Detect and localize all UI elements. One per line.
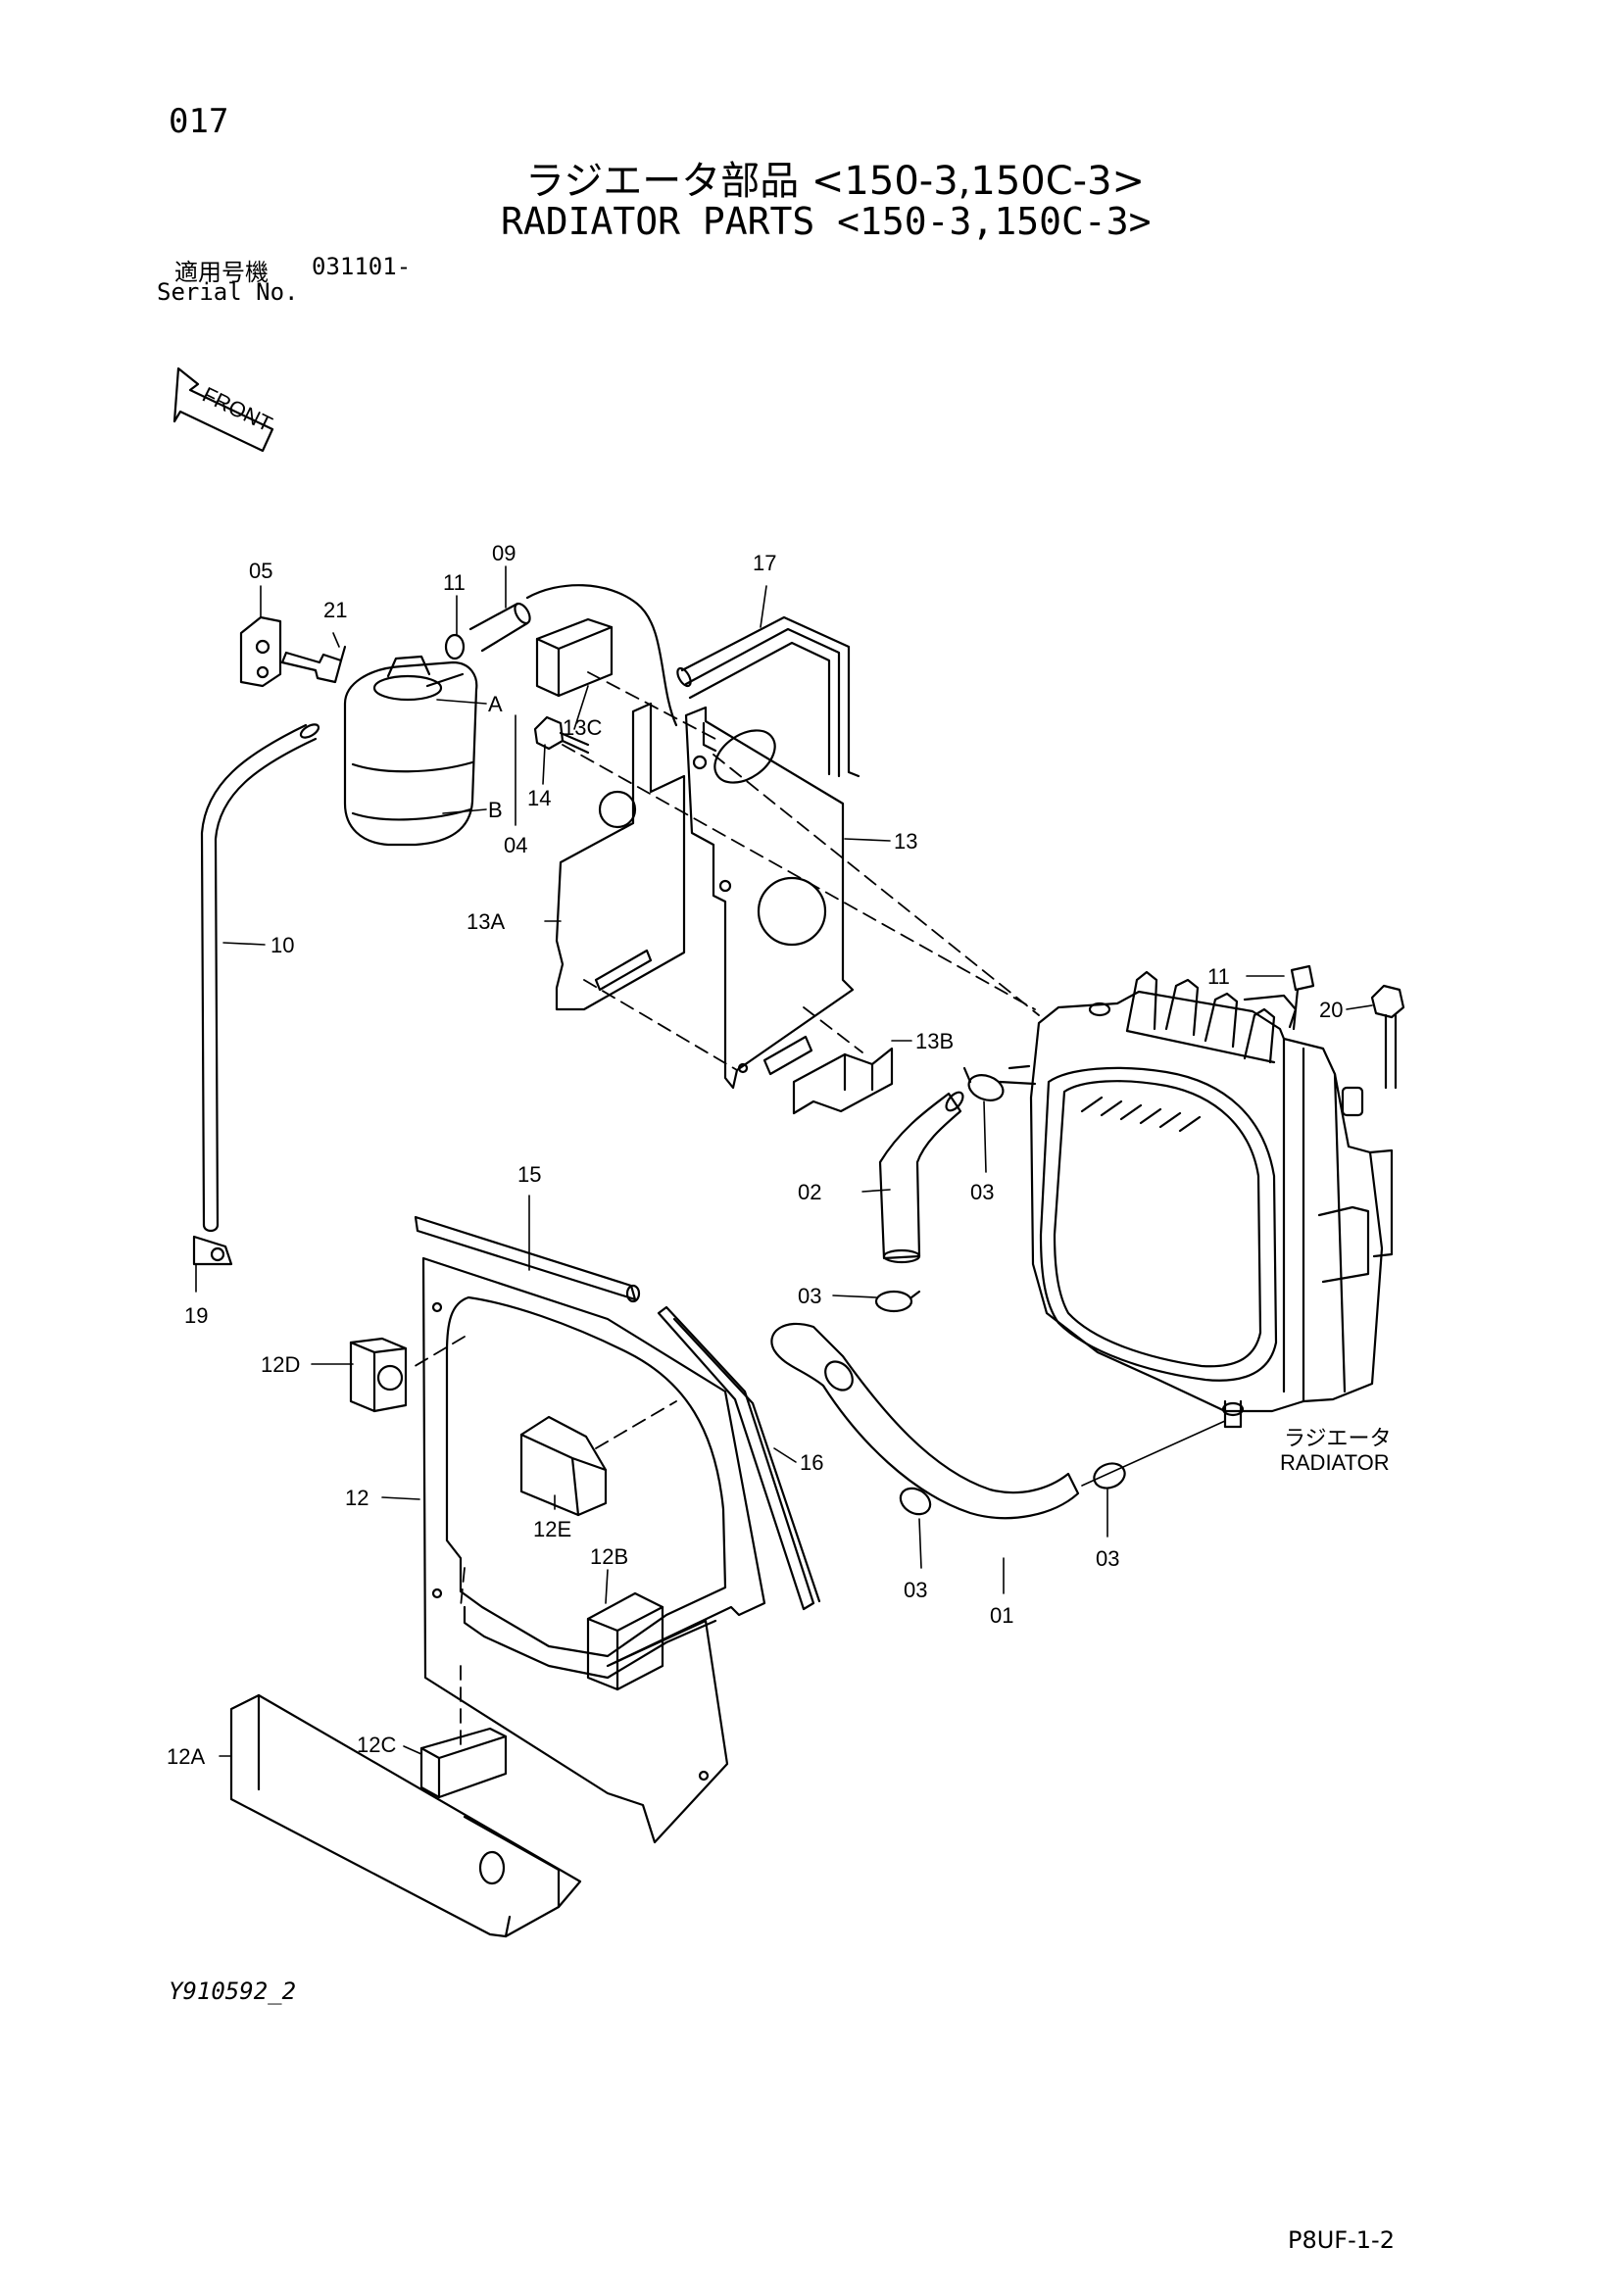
serial-label-japanese: 適用号機 [174, 259, 269, 286]
callout-03-b: 03 [798, 1284, 821, 1308]
part-12C-block [419, 1727, 508, 1799]
part-09-short-hose [468, 602, 531, 653]
serial-label-english: Serial No. [157, 278, 299, 306]
callout-13C: 13C [563, 715, 602, 740]
callout-21: 21 [323, 598, 347, 622]
callout-12B: 12B [590, 1544, 628, 1569]
serial-number-value: 031101- [312, 253, 412, 280]
callout-12: 12 [345, 1486, 369, 1510]
part-16-seal-strip [657, 1305, 821, 1611]
front-label: FRONT [199, 382, 276, 437]
part-13B-block [792, 1047, 894, 1115]
callout-11-upper: 11 [443, 570, 466, 595]
part-11-clamp-upper [444, 633, 466, 660]
callout-13B: 13B [915, 1029, 954, 1053]
callout-05: 05 [249, 559, 272, 583]
part-11-clamp-right [1290, 964, 1315, 1031]
callout-12A: 12A [167, 1744, 205, 1769]
callout-20: 20 [1319, 998, 1343, 1022]
radiator-label-english: RADIATOR [1280, 1450, 1390, 1475]
part-12E-block [519, 1415, 608, 1517]
callout-leader-lines [195, 565, 1373, 1757]
part-12D-block [349, 1337, 408, 1413]
part-20-bolt [1370, 984, 1405, 1090]
callout-19: 19 [184, 1303, 208, 1328]
callout-02: 02 [798, 1180, 821, 1204]
callout-12C: 12C [357, 1733, 396, 1757]
callout-14: 14 [527, 786, 551, 810]
front-arrow-icon [172, 366, 274, 453]
callout-04: 04 [504, 833, 527, 857]
part-03-clamp-d [1093, 1462, 1126, 1490]
part-03-clamp-c [899, 1487, 932, 1516]
callout-16: 16 [800, 1450, 823, 1475]
part-12B-block [586, 1591, 664, 1691]
part-03-clamp-a [962, 1066, 1005, 1101]
callout-11-right: 11 [1207, 964, 1230, 989]
part-12A-lower-plate [229, 1693, 582, 1938]
part-14-bolt [533, 715, 590, 755]
drawing-id: Y910592_2 [169, 1978, 297, 2005]
part-13A-plate [555, 702, 686, 1011]
part-17-seal-strip [676, 615, 860, 778]
page-number: 017 [169, 102, 229, 141]
part-01-lower-hose [770, 1322, 1226, 1520]
callout-10: 10 [270, 933, 294, 957]
dashed-leaders [411, 671, 1040, 1745]
callout-17: 17 [753, 551, 776, 575]
part-02-upper-hose [878, 1091, 964, 1264]
callout-12D: 12D [261, 1352, 300, 1377]
page-title-japanese: ラジエータ部品 <150-3,150C-3> [525, 159, 1146, 204]
callout-03-d: 03 [1096, 1546, 1119, 1571]
radiator-assembly [998, 970, 1394, 1429]
callout-B: B [488, 798, 503, 822]
part-13C-block [535, 617, 614, 698]
part-03-clamp-b [874, 1290, 921, 1313]
callout-01: 01 [990, 1603, 1013, 1628]
callout-15: 15 [517, 1162, 541, 1187]
callout-12E: 12E [533, 1517, 571, 1541]
part-21-bolt [280, 645, 347, 684]
page-title-english: RADIATOR PARTS <150-3,150C-3> [501, 200, 1152, 243]
part-05-bracket [239, 615, 282, 688]
part-10-long-hose [200, 723, 320, 1233]
part-04-reserve-tank [343, 655, 478, 847]
part-19-clip [192, 1235, 233, 1266]
part-12-fan-shroud [421, 1256, 766, 1844]
callout-03-c: 03 [904, 1578, 927, 1602]
part-15-seal-strip [414, 1215, 641, 1303]
callout-09: 09 [492, 541, 516, 565]
sheet-reference: P8UF-1-2 [1288, 2226, 1395, 2254]
callout-13: 13 [894, 829, 917, 854]
callout-13A: 13A [467, 909, 505, 934]
radiator-label-japanese: ラジエータ [1284, 1427, 1392, 1451]
part-13-shroud-plate [684, 706, 855, 1090]
callout-03-a: 03 [970, 1180, 994, 1204]
callout-A: A [488, 692, 503, 716]
